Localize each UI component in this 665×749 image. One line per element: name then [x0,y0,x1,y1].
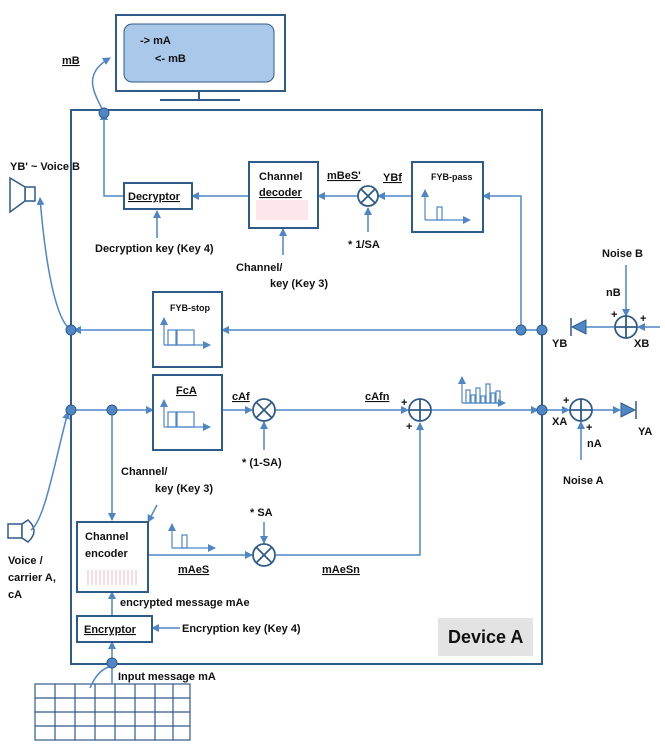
junction-dots [65,107,548,669]
channel-encoder-line-1: Channel [85,531,128,543]
keyboard-icon [34,683,191,741]
voice-b-label: YB' ~ Voice B [10,161,80,173]
channel-key3-top-line-1: Channel/ [236,262,282,274]
fca-label: FcA [176,385,197,397]
fyb-pass-label: FYB-pass [431,172,473,182]
xb-label: XB [634,338,649,350]
sa-label: * SA [250,507,273,519]
encrypted-message-label: encrypted message mAe [120,597,250,609]
fyb-stop-label: FYB-stop [170,303,210,313]
decryptor-box [123,182,193,210]
voice-carrier-line-3: cA [8,589,22,601]
caf-label: cAf [232,391,250,403]
mb-label: mB [62,55,80,67]
channel-key3-bottom-line-2: key (Key 3) [155,483,213,495]
maesn-label: mAeSn [322,564,360,576]
device-a-label: Device A [448,627,523,647]
device-a-frame [70,109,543,665]
voice-carrier-line-2: carrier A, [8,572,56,584]
ybf-label: YBf [383,172,402,184]
voice-carrier-line-1: Voice / [8,555,43,567]
device-a-label-bg [438,618,533,656]
cafn-label: cAfn [365,391,390,403]
decryptor-label: Decryptor [128,191,181,203]
encoder-hatch [87,570,137,585]
plus-main-bottom: + [406,421,412,433]
monitor-line-1: -> mA [140,35,171,47]
adders [408,315,638,422]
encryptor-label: Encryptor [84,624,137,636]
wires [30,57,660,689]
mbes-label: mBeS' [327,170,361,182]
antennas [570,318,637,419]
microphone-a-icon [7,519,35,543]
plus-a-top: + [563,395,569,407]
plus-b-top: + [611,309,617,321]
plus-main-top: + [401,397,407,409]
multipliers [252,185,379,567]
yb-label: YB [552,338,567,350]
ya-label: YA [638,426,652,438]
channel-key3-top-line-2: key (Key 3) [270,278,328,290]
speaker-b-icon [9,176,36,214]
plus-b-right: + [640,313,646,325]
na-label: nA [587,438,602,450]
noise-b-label: Noise B [602,248,643,260]
encryptor-box [76,615,153,643]
encryption-key-label: Encryption key (Key 4) [182,623,301,635]
channel-key3-bottom-line-1: Channel/ [121,466,167,478]
noise-a-label: Noise A [563,475,604,487]
decryption-key-label: Decryption key (Key 4) [95,243,214,255]
monitor-icon [115,14,286,101]
maes-label: mAeS [178,564,209,576]
plus-a-bottom: + [586,422,592,434]
xa-label: XA [552,416,567,428]
monitor-line-2: <- mB [155,53,186,65]
channel-encoder-line-2: encoder [85,548,129,560]
spectrum-plots [160,189,506,552]
nb-label: nB [606,287,621,299]
input-message-label: Input message mA [118,671,216,683]
channel-decoder-line-1: Channel [259,171,302,183]
antenna-b-icon [570,319,587,335]
channel-decoder-line-2: decoder [259,187,303,199]
antenna-a-icon [620,402,637,418]
one-minus-sa-label: * (1-SA) [242,457,282,469]
one-over-sa-label: * 1/SA [348,239,380,251]
